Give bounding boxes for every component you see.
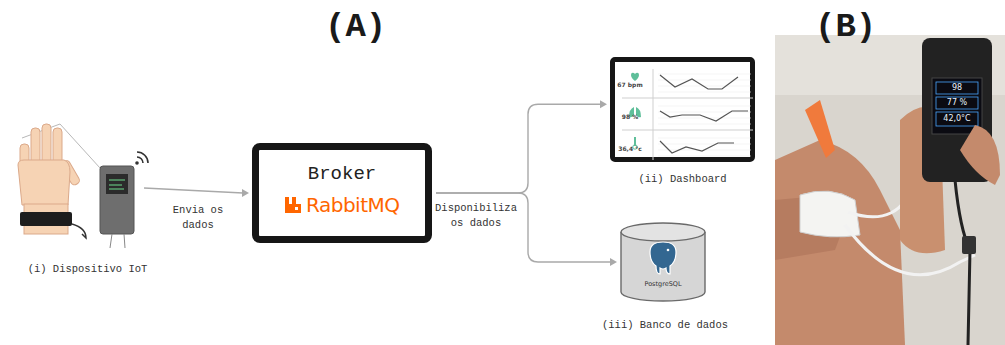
node-frame <box>5 118 140 258</box>
panel-label: (B) <box>815 8 876 46</box>
screen-reading: 98 <box>936 83 978 92</box>
connector-line <box>436 104 601 193</box>
rabbitmq-icon-shape <box>285 197 301 213</box>
screen-reading: 77 % <box>936 98 978 107</box>
grid-line <box>658 92 751 93</box>
postgres-elephant <box>650 242 676 274</box>
grid-line <box>658 80 751 81</box>
node-frame <box>620 222 706 302</box>
chart-line <box>660 141 734 153</box>
broker-logo-text: RabbitMQ <box>306 193 416 217</box>
grid-line <box>658 112 751 113</box>
device-caption: (i) Dispositivo IoT <box>5 263 170 275</box>
cylinder-body <box>621 232 705 301</box>
edge-label: Disponibiliza os dados <box>432 201 520 231</box>
oxygen-value: 98 % <box>615 113 645 120</box>
grid-line <box>658 124 751 125</box>
database-caption: (iii) Banco de dados <box>590 319 740 331</box>
connector <box>144 188 249 197</box>
rabbitmq-icon-hole <box>295 207 298 210</box>
row-divider <box>622 130 753 131</box>
chart-line <box>660 75 738 89</box>
temperature-value: 36,4 °c <box>615 145 645 152</box>
diagram-node: BrokerRabbitMQ <box>252 143 432 243</box>
grid-line <box>658 138 751 139</box>
grid-line <box>658 144 751 145</box>
broker-title: Broker <box>252 163 432 185</box>
elephant-eye <box>667 249 670 252</box>
arrowhead <box>242 189 249 197</box>
connector-line <box>144 188 243 193</box>
grid-line <box>658 156 751 157</box>
dashboard-caption: (ii) Dashboard <box>610 173 755 185</box>
screen-reading: 42,0°C <box>936 114 978 123</box>
grid-line <box>658 74 751 75</box>
grid-line <box>658 118 751 119</box>
database-cylinder <box>620 222 706 302</box>
column-divider <box>653 69 654 160</box>
postgres-logo-text: PostgreSQL <box>620 280 706 288</box>
grid-line <box>658 106 751 107</box>
rabbitmq-icon <box>284 196 302 214</box>
row-divider <box>622 98 753 99</box>
hand-illustration <box>18 124 148 248</box>
chart-line <box>660 111 748 121</box>
cylinder-top <box>621 223 705 241</box>
arrowhead <box>610 258 617 266</box>
device-photo <box>775 35 1005 345</box>
diagram-node: (i) Dispositivo IoT <box>5 118 170 288</box>
heart-icon <box>631 73 639 81</box>
diagram-node: 67 bpm 98 % 36,4 °c (ii) Dashboard <box>610 57 755 192</box>
panel-label: (A) <box>325 8 386 46</box>
heart-rate-value: 67 bpm <box>615 81 645 88</box>
edge-label: Envia os dados <box>157 203 239 233</box>
arrowhead <box>600 100 607 108</box>
diagram-node: PostgreSQL (iii) Banco de dados <box>590 222 740 337</box>
connector <box>436 100 607 193</box>
